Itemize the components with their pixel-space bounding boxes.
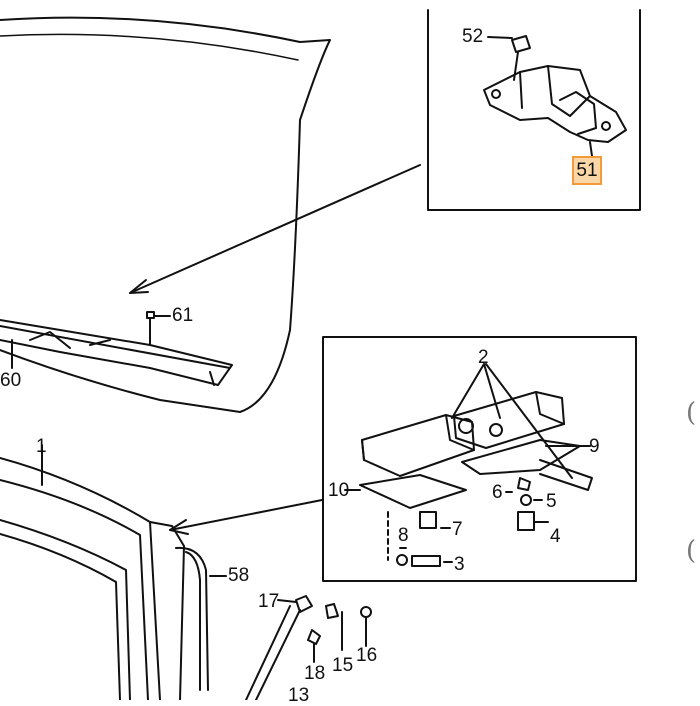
part-label-17: 17 <box>258 591 280 612</box>
part-label-15: 15 <box>332 655 354 676</box>
fasteners-latch <box>396 477 535 567</box>
leader-arrow-hinge <box>129 164 421 294</box>
hinge-part-51 <box>483 65 627 143</box>
part-label-9: 9 <box>589 436 600 457</box>
part-label-7: 7 <box>452 519 463 540</box>
tailgate-corner <box>0 457 209 700</box>
part-label-13: 13 <box>288 685 310 706</box>
gutter-rail <box>0 319 233 386</box>
part-label-51-highlighted[interactable]: 51 <box>572 156 602 185</box>
edge-mark-top: ( <box>686 398 697 428</box>
part-label-58: 58 <box>228 565 250 586</box>
part-label-6: 6 <box>492 482 503 503</box>
part-label-18: 18 <box>304 663 326 684</box>
leader-arrow-latch <box>169 499 323 531</box>
bolt-52 <box>487 35 531 81</box>
part-label-1: 1 <box>36 436 47 457</box>
part-label-16: 16 <box>356 645 378 666</box>
part-label-10: 10 <box>328 480 350 501</box>
part-label-5: 5 <box>546 491 557 512</box>
part-label-52: 52 <box>462 26 484 47</box>
gas-strut <box>245 595 372 700</box>
edge-mark-bottom: ( <box>686 536 697 566</box>
part-label-60: 60 <box>0 370 22 391</box>
inset-box-latch <box>322 336 637 582</box>
inset-box-hinge <box>427 9 641 211</box>
part-label-2: 2 <box>478 347 489 368</box>
part-label-3: 3 <box>454 554 465 575</box>
tailgate-outline <box>0 16 331 413</box>
part-label-4: 4 <box>550 526 561 547</box>
part-label-61: 61 <box>172 305 194 326</box>
latch-assembly <box>359 391 593 509</box>
part-label-8: 8 <box>398 525 409 546</box>
